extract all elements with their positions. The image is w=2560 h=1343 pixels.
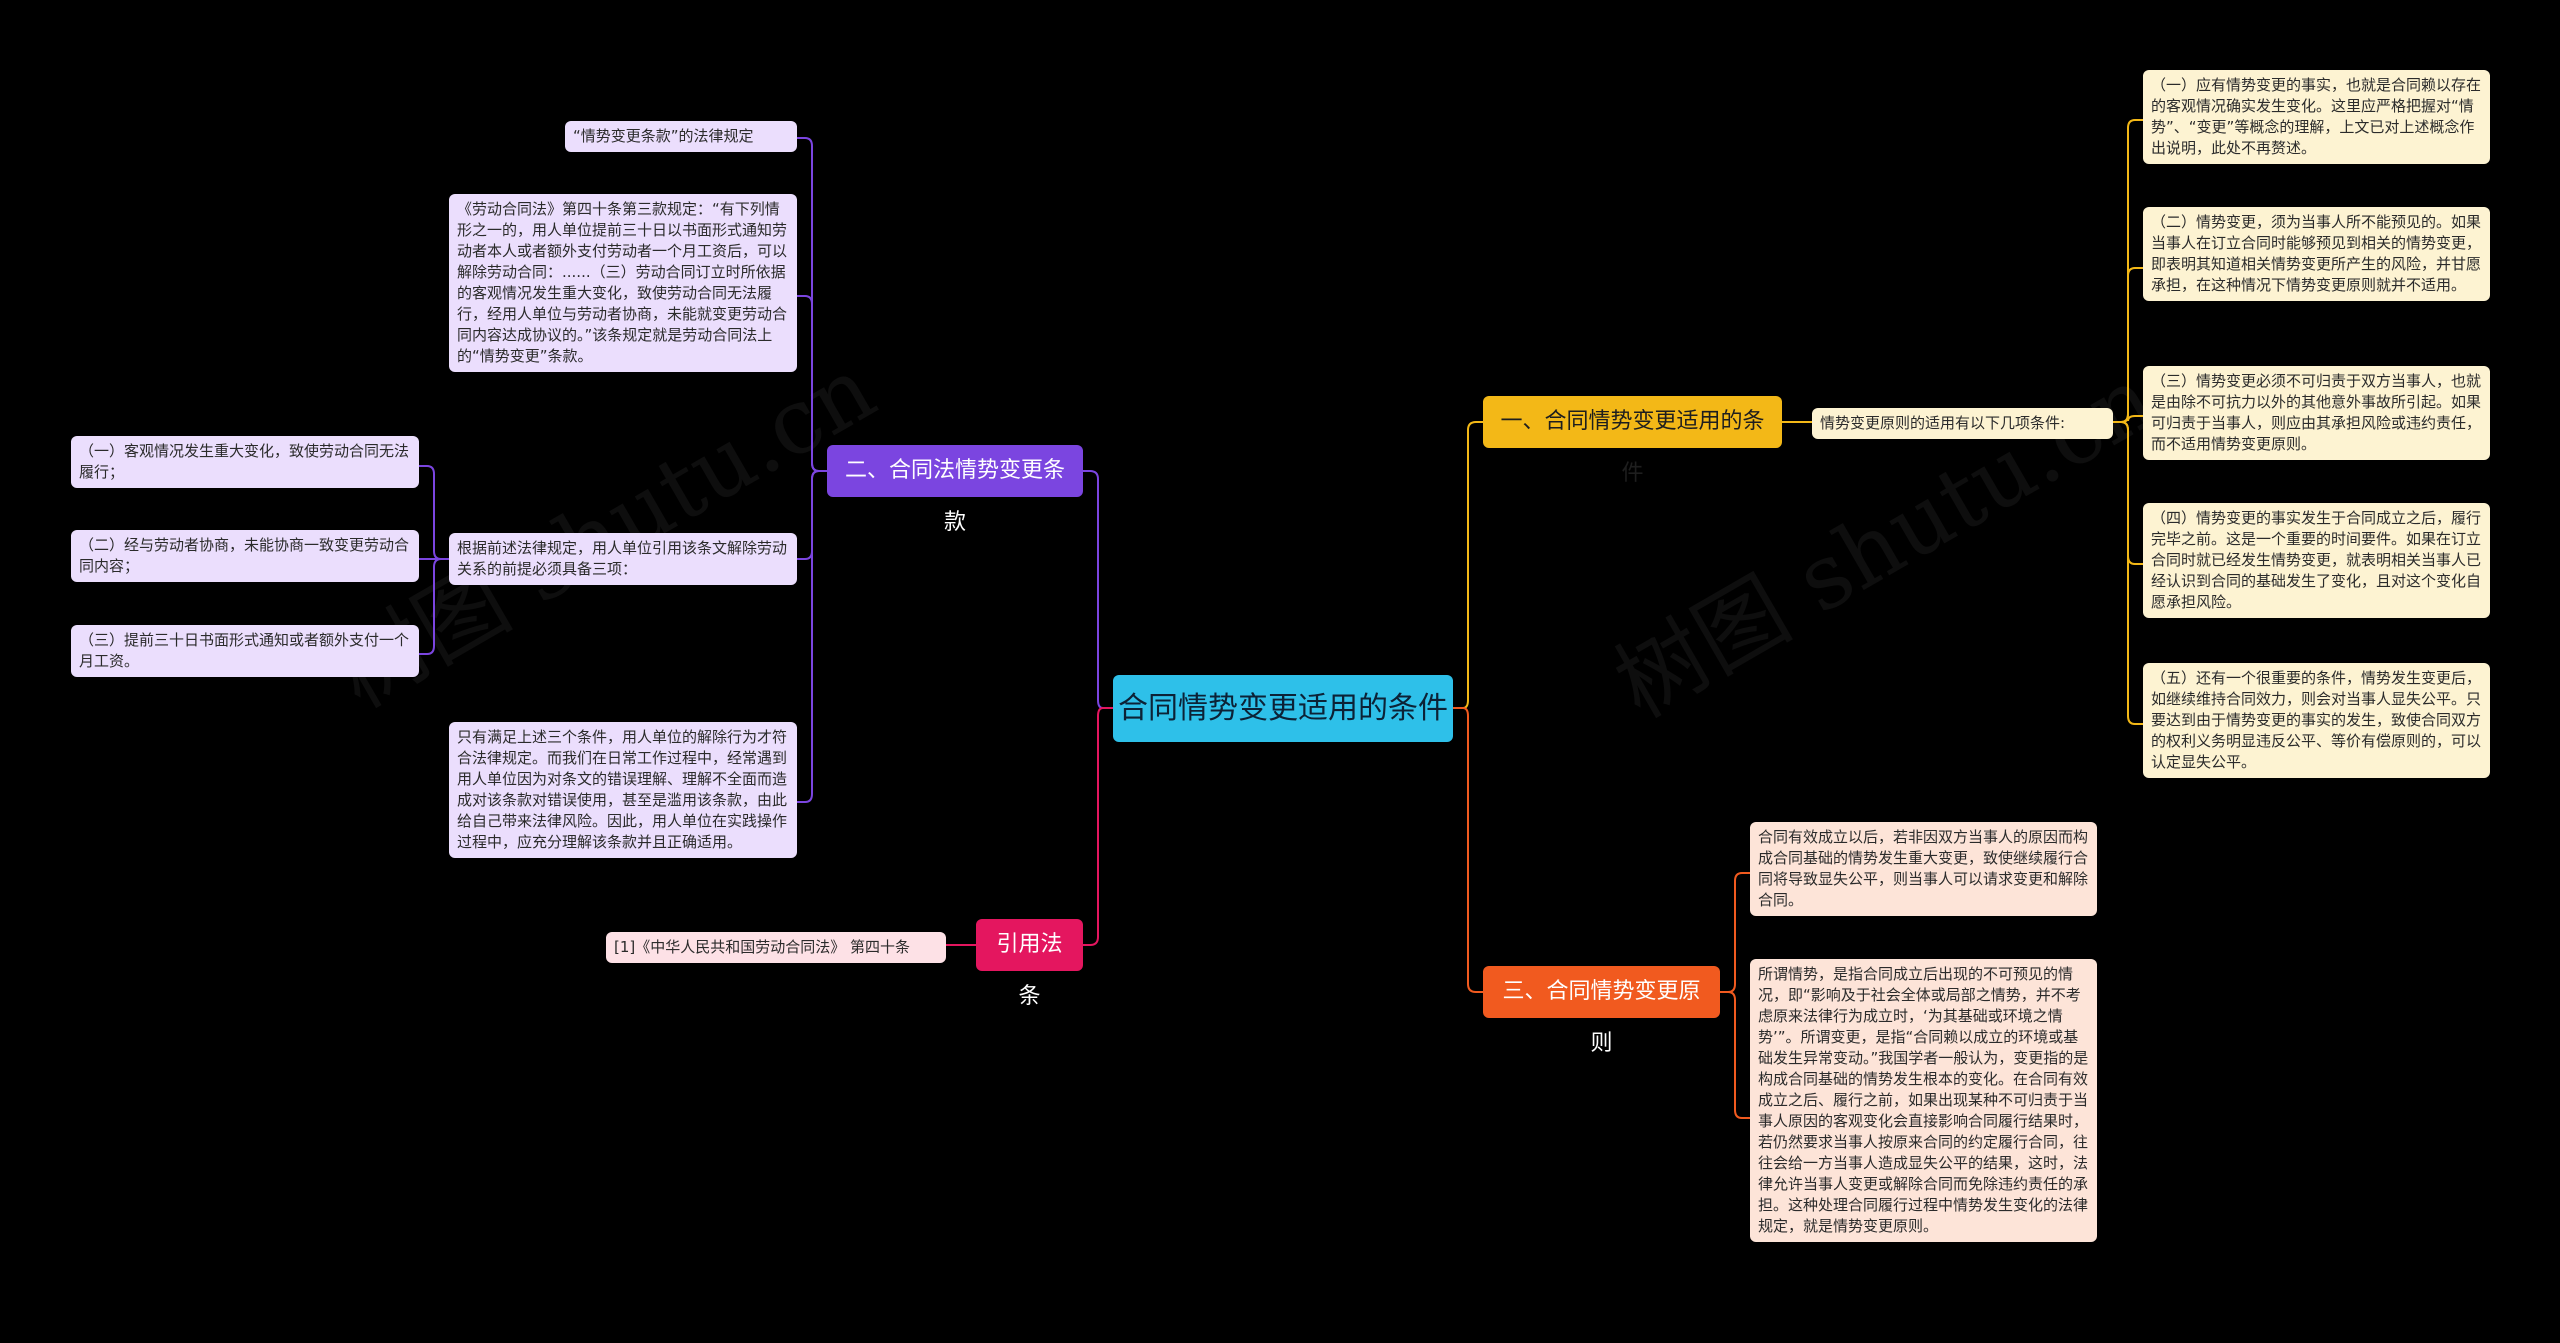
leaf-principle-explanation[interactable]: 所谓情势，是指合同成立后出现的不可预见的情况，即“影响及于社会全体或局部之情势，… <box>1750 959 2097 1242</box>
leaf-conditions-intro[interactable]: 情势变更原则的适用有以下几项条件: <box>1812 408 2113 439</box>
leaf-condition-3[interactable]: （三）情势变更必须不可归责于双方当事人，也就是由除不可抗力以外的其他意外事故所引… <box>2143 366 2490 460</box>
leaf-prerequisite-1[interactable]: （一）客观情况发生重大变化，致使劳动合同无法履行； <box>71 436 419 488</box>
leaf-condition-5[interactable]: （五）还有一个很重要的条件，情势发生变更后，如继续维持合同效力，则会对当事人显失… <box>2143 663 2490 778</box>
leaf-prerequisite-3[interactable]: （三）提前三十日书面形式通知或者额外支付一个月工资。 <box>71 625 419 677</box>
branch-principle[interactable]: 三、合同情势变更原则 <box>1483 966 1720 1056</box>
leaf-condition-1[interactable]: （一）应有情势变更的事实，也就是合同赖以存在的客观情况确实发生变化。这里应严格把… <box>2143 70 2490 164</box>
leaf-condition-2[interactable]: （二）情势变更，须为当事人所不能预见的。如果当事人在订立合同时能够预见到相关的情… <box>2143 207 2490 301</box>
leaf-condition-4[interactable]: （四）情势变更的事实发生于合同成立之后，履行完毕之前。这是一个重要的时间要件。如… <box>2143 503 2490 618</box>
branch-law-clause[interactable]: 二、合同法情势变更条款 <box>827 445 1083 535</box>
branch-conditions[interactable]: 一、合同情势变更适用的条件 <box>1483 396 1782 486</box>
leaf-law-clause-heading[interactable]: “情势变更条款”的法律规定 <box>565 121 797 152</box>
branch-citation[interactable]: 引用法条 <box>976 919 1083 1009</box>
leaf-prerequisites-intro[interactable]: 根据前述法律规定，用人单位引用该条文解除劳动关系的前提必须具备三项： <box>449 533 797 585</box>
leaf-citation[interactable]: [1]《中华人民共和国劳动合同法》 第四十条 <box>606 932 946 963</box>
leaf-prerequisite-2[interactable]: （二）经与劳动者协商，未能协商一致变更劳动合同内容； <box>71 530 419 582</box>
root-topic[interactable]: 合同情势变更适用的条件 <box>1113 675 1453 742</box>
leaf-principle-definition[interactable]: 合同有效成立以后，若非因双方当事人的原因而构成合同基础的情势发生重大变更，致使继… <box>1750 822 2097 916</box>
leaf-labor-law-article[interactable]: 《劳动合同法》第四十条第三款规定：“有下列情形之一的，用人单位提前三十日以书面形… <box>449 194 797 372</box>
leaf-conclusion[interactable]: 只有满足上述三个条件，用人单位的解除行为才符合法律规定。而我们在日常工作过程中，… <box>449 722 797 858</box>
